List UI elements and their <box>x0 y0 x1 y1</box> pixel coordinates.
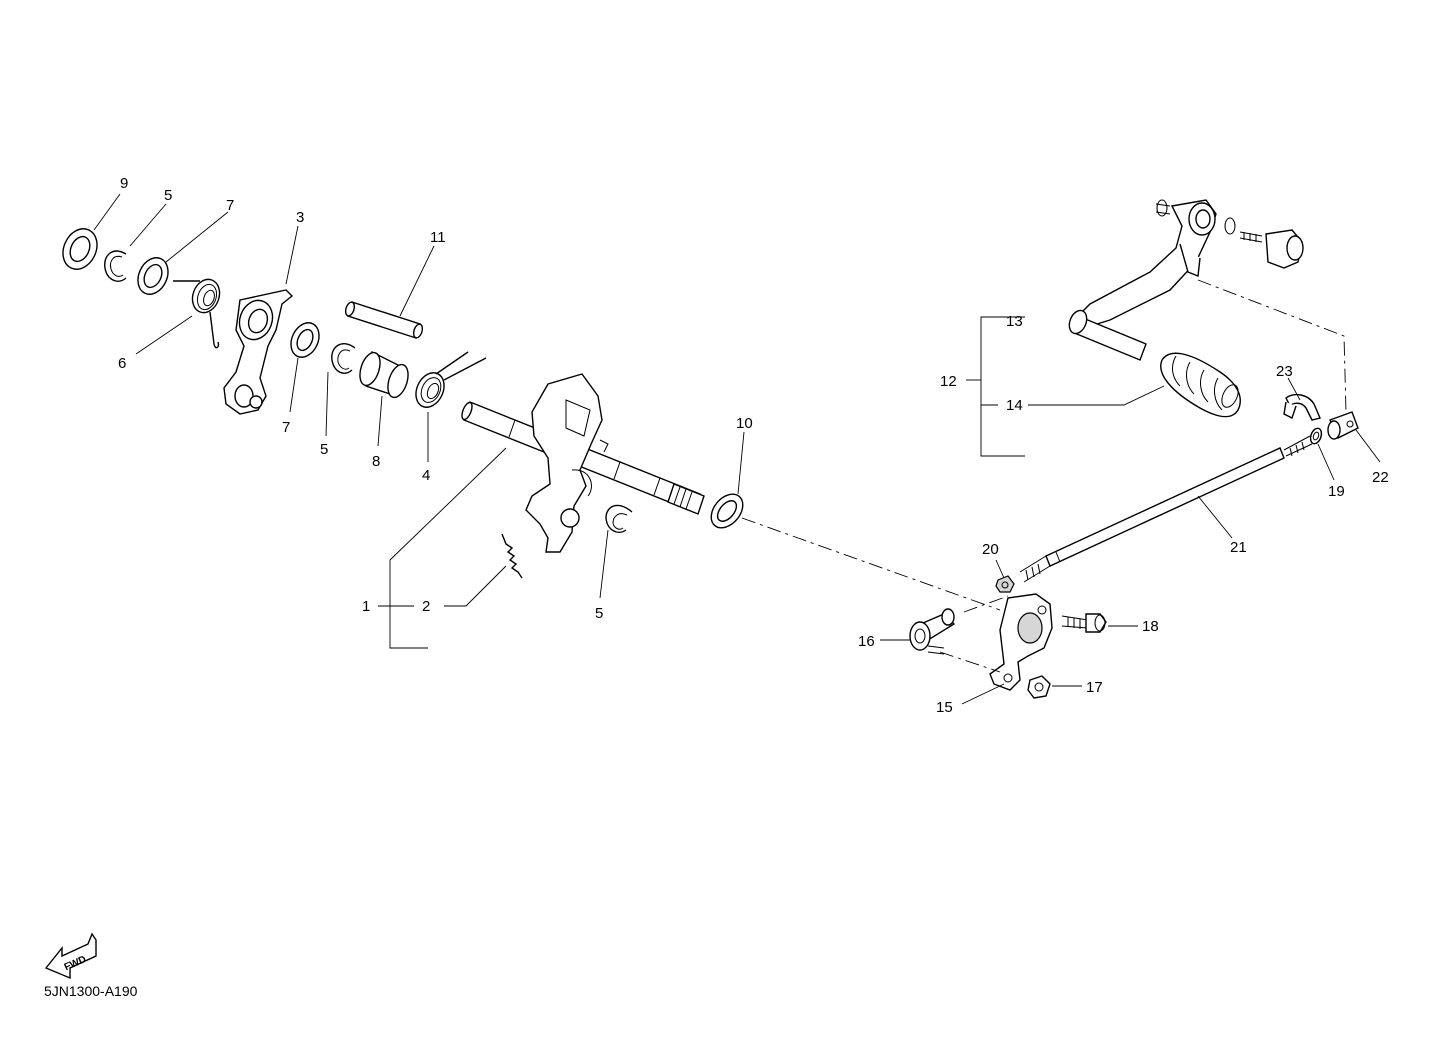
part-3-shift-arm[interactable] <box>223 289 294 415</box>
part-17-nut[interactable] <box>1027 675 1051 699</box>
part-12-shift-pedal[interactable] <box>1066 199 1304 361</box>
callout-1: 1 <box>362 598 370 615</box>
callout-12: 12 <box>940 373 957 390</box>
part-10-washer[interactable] <box>705 488 749 534</box>
callout-5: 5 <box>320 441 328 458</box>
callout-15: 15 <box>936 699 953 716</box>
callout-22: 22 <box>1372 469 1389 486</box>
callout-16: 16 <box>858 633 875 650</box>
callout-13: 13 <box>1006 313 1023 330</box>
callout-7: 7 <box>282 419 290 436</box>
part-18-bolt[interactable] <box>1061 613 1107 633</box>
part-5-circlip-b[interactable] <box>331 343 356 374</box>
callout-8: 8 <box>372 453 380 470</box>
part-1-shift-shaft[interactable] <box>460 373 705 553</box>
part-16-rod-joint[interactable] <box>909 608 956 655</box>
part-5-circlip-a[interactable] <box>104 250 127 282</box>
leader-lines <box>93 193 1381 705</box>
callout-5: 5 <box>595 605 603 622</box>
callout-3: 3 <box>296 209 304 226</box>
diagram-code: 5JN1300-A190 <box>44 983 138 999</box>
callout-4: 4 <box>422 467 430 484</box>
part-14-pedal-rubber[interactable] <box>1160 352 1242 418</box>
callout-23: 23 <box>1276 363 1293 380</box>
callout-5: 5 <box>164 187 172 204</box>
part-23-clip[interactable] <box>1283 393 1321 421</box>
callout-17: 17 <box>1086 679 1103 696</box>
callout-18: 18 <box>1142 618 1159 635</box>
part-20-nut[interactable] <box>995 575 1015 593</box>
callout-11: 11 <box>430 229 446 246</box>
callout-9: 9 <box>120 175 128 192</box>
part-4-return-spring[interactable] <box>411 351 487 412</box>
callout-labels: 9 5 7 3 11 6 7 5 8 4 10 1 2 5 13 12 14 2… <box>118 175 1389 716</box>
assembly-line-pedal <box>1197 279 1347 413</box>
callout-2: 2 <box>422 598 430 615</box>
part-11-pin[interactable] <box>344 301 424 339</box>
part-9-washer[interactable] <box>57 223 104 275</box>
part-2-small-spring[interactable] <box>501 533 523 579</box>
part-8-collar[interactable] <box>356 350 412 400</box>
assembly-line-arm <box>939 651 1001 673</box>
part-6-torsion-spring[interactable] <box>173 276 224 349</box>
assembly-line-joint <box>963 595 1009 613</box>
assembly-line-shaft <box>741 517 1001 611</box>
part-21-shift-rod[interactable] <box>1019 435 1313 583</box>
part-19-nut[interactable] <box>1309 427 1324 445</box>
part-22-rod-joint[interactable] <box>1327 411 1359 440</box>
callout-19: 19 <box>1328 483 1345 500</box>
fwd-direction-arrow-icon: FWD <box>44 932 97 980</box>
part-7-washer-b[interactable] <box>286 318 325 362</box>
part-5-circlip-c[interactable] <box>605 504 633 534</box>
callout-6: 6 <box>118 355 126 372</box>
callout-7: 7 <box>226 197 234 214</box>
callout-20: 20 <box>982 541 999 558</box>
callout-10: 10 <box>736 415 753 432</box>
part-15-shift-lever-arm[interactable] <box>989 593 1053 691</box>
callout-21: 21 <box>1230 539 1247 556</box>
bracket-12 <box>980 316 1025 457</box>
part-7-washer-a[interactable] <box>132 253 173 299</box>
callout-14: 14 <box>1006 397 1023 414</box>
bracket-1 <box>389 447 507 649</box>
